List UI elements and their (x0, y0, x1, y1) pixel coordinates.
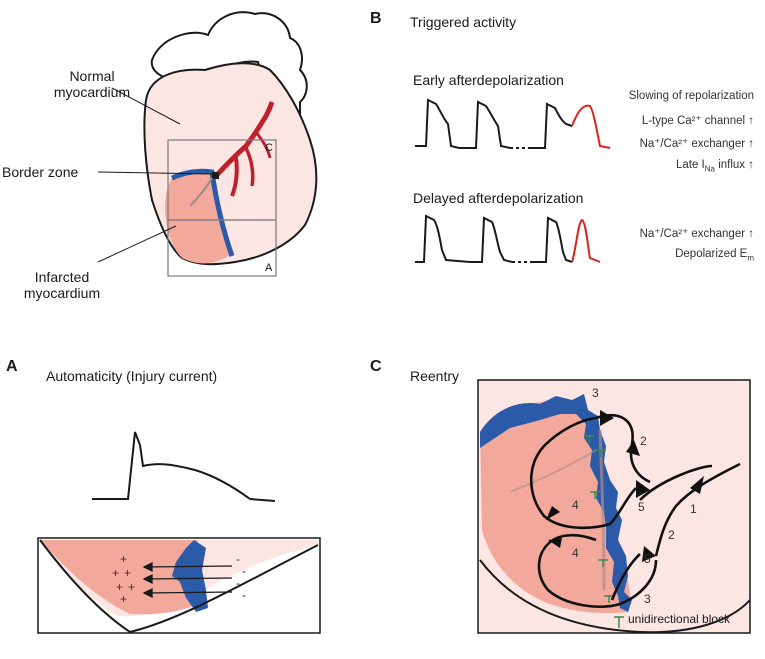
plus-sign: + (124, 566, 132, 580)
heart-illustration (97, 11, 318, 277)
dad-trace (415, 214, 601, 263)
minus-sign: - (236, 576, 240, 590)
ead-mechanism-3: Na⁺/Ca²⁺ exchanger ↑ (639, 138, 754, 150)
dad-mechanism-1: Na⁺/Ca²⁺ exchanger ↑ (639, 228, 754, 240)
region-box-a (167, 219, 277, 277)
plus-sign: + (120, 552, 128, 566)
panel-a-title: Automaticity (Injury current) (46, 368, 218, 384)
label-infarcted-line1: Infarcted (34, 269, 90, 285)
path-number-5b: 5 (644, 552, 651, 566)
dad-mechanism-2: Depolarized Em (614, 248, 754, 262)
border-zone-strip-c (480, 394, 632, 612)
plus-sign: + (128, 580, 136, 594)
ead-mechanism-2: L-type Ca²⁺ channel ↑ (641, 115, 754, 127)
path-number-4a: 4 (572, 498, 579, 512)
label-border-zone: Border zone (2, 164, 79, 180)
occlusion-marker (212, 172, 219, 179)
label-normal-line1: Normal (69, 68, 115, 84)
panel-a-tissue (37, 537, 321, 634)
path-number-1: 1 (690, 502, 697, 516)
injury-current-arrows (142, 561, 233, 599)
path-number-2a: 2 (640, 434, 647, 448)
injury-current-trace (92, 431, 276, 502)
ead-mech4-post: influx ↑ (715, 159, 754, 171)
dad-mech2-sub: m (747, 253, 754, 263)
panel-c-title: Reentry (410, 368, 460, 384)
path-number-4b: 4 (572, 546, 579, 560)
ead-trace (415, 98, 611, 149)
panel-a-letter: A (6, 358, 18, 375)
minus-sign: - (236, 552, 240, 566)
label-infarcted-myocardium: Infarcted myocardium (8, 269, 116, 301)
path-number-3b: 3 (644, 592, 651, 606)
reentry-arrowheads (546, 410, 704, 562)
plus-sign: + (112, 566, 120, 580)
border-zone-patch (172, 540, 208, 612)
dad-title: Delayed afterdepolarization (413, 190, 584, 206)
leader-infarct (97, 225, 177, 263)
coronary-artery (214, 101, 275, 178)
panel-c-tissue (477, 379, 751, 634)
box-label-c: C (265, 142, 273, 154)
ead-mechanism-1: Slowing of repolarization (628, 90, 754, 102)
minus-sign: - (242, 588, 246, 602)
label-infarcted-line2: myocardium (23, 285, 101, 301)
leader-normal (111, 87, 181, 125)
plus-sign: + (120, 592, 128, 606)
panel-b-letter: B (370, 10, 382, 27)
ead-mech4-pre: Late I (675, 159, 705, 171)
minus-sign: - (242, 564, 246, 578)
legend-label-unidirectional-block: unidirectional block (628, 612, 731, 626)
path-number-2b: 2 (668, 528, 675, 542)
path-number-3a: 3 (592, 386, 599, 400)
ead-mech4-sub: Na (704, 164, 715, 174)
leader-border (97, 171, 213, 175)
dad-mech2-pre: Depolarized E (675, 248, 748, 260)
panel-b-title: Triggered activity (410, 14, 517, 30)
ead-title: Early afterdepolarization (413, 72, 564, 88)
panel-c-letter: C (370, 358, 382, 375)
unidirectional-block-markers (584, 435, 614, 603)
plus-sign: + (116, 580, 124, 594)
reentry-circuits (529, 413, 741, 608)
box-label-a: A (265, 262, 273, 274)
ead-mechanism-4: Late INa influx ↑ (614, 159, 754, 173)
label-normal-myocardium: Normal myocardium (36, 68, 148, 100)
legend-block-symbol (614, 616, 624, 628)
label-normal-line2: myocardium (53, 84, 131, 100)
path-number-5a: 5 (638, 500, 645, 514)
